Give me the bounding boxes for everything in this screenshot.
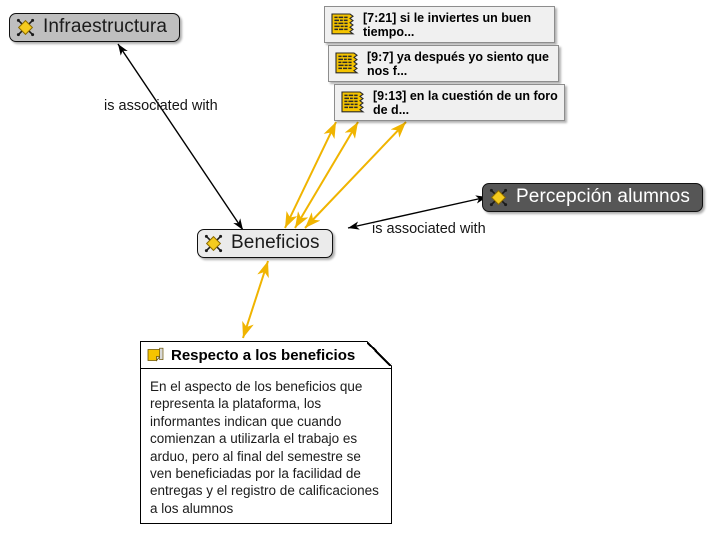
- code-node-label: Infraestructura: [43, 16, 167, 37]
- code-icon: [488, 187, 509, 208]
- quotation-node-9-13[interactable]: [9:13] en la cuestión de un foro de d...: [334, 84, 565, 121]
- edge-label-percepcion-beneficios: is associated with: [372, 221, 486, 237]
- memo-icon: [147, 347, 164, 363]
- edge-beneficios-infraestructura: [117, 43, 244, 231]
- quotation-text: [9:13] en la cuestión de un foro de d...: [373, 89, 558, 117]
- quotation-text: [7:21] si le inviertes un buen tiempo...: [363, 11, 532, 39]
- quotation-icon: [335, 52, 361, 74]
- edge-q97-beneficios: [294, 121, 359, 229]
- quotation-text: [9:7] ya después yo siento que nos f...: [367, 50, 549, 78]
- edge-label-beneficios-infraestructura: is associated with: [104, 98, 218, 114]
- memo-title: Respecto a los beneficios: [171, 346, 356, 364]
- code-node-label: Percepción alumnos: [516, 186, 690, 207]
- quotation-node-9-7[interactable]: [9:7] ya después yo siento que nos f...: [328, 45, 559, 82]
- memo-header[interactable]: Respecto a los beneficios: [140, 341, 392, 368]
- edge-q913-beneficios: [304, 121, 407, 229]
- code-node-beneficios[interactable]: Beneficios: [197, 229, 333, 258]
- memo-body: En el aspecto de los beneficios que repr…: [140, 368, 392, 525]
- quotation-node-7-21[interactable]: [7:21] si le inviertes un buen tiempo...: [324, 6, 555, 43]
- code-icon: [203, 233, 224, 254]
- quotation-icon: [341, 91, 367, 113]
- memo-body-text: En el aspecto de los beneficios que repr…: [150, 379, 379, 516]
- memo-node[interactable]: Respecto a los beneficios En el aspecto …: [140, 341, 392, 525]
- code-node-label: Beneficios: [231, 232, 320, 253]
- edge-beneficios-memo: [242, 260, 269, 339]
- code-node-percepcion-alumnos[interactable]: Percepción alumnos: [482, 183, 703, 212]
- code-icon: [15, 17, 36, 38]
- quotation-icon: [331, 13, 357, 35]
- code-node-infraestructura[interactable]: Infraestructura: [9, 13, 180, 42]
- edge-q721-beneficios: [284, 121, 337, 229]
